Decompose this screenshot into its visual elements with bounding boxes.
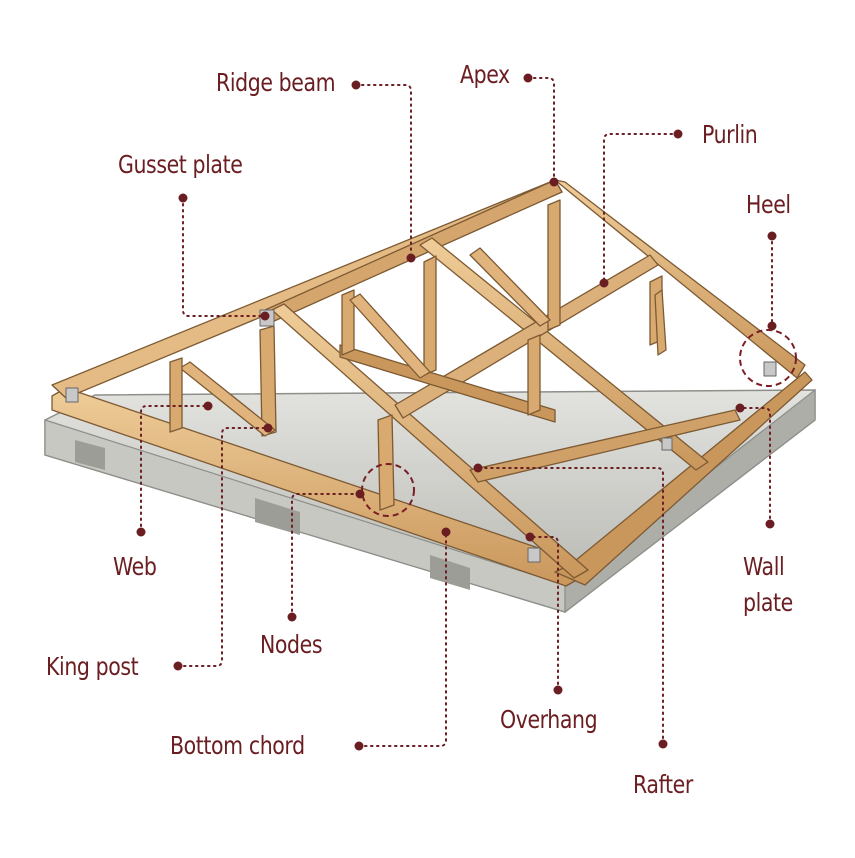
web-label: Web <box>113 552 157 581</box>
apex-label: Apex <box>460 60 510 89</box>
purlin-label: Purlin <box>702 120 758 149</box>
heel-label: Heel <box>746 190 791 219</box>
heel-highlight-circle <box>739 329 797 387</box>
bottom-chord-label: Bottom chord <box>170 731 305 760</box>
rafter-label: Rafter <box>633 770 693 799</box>
leader-lines <box>140 77 773 747</box>
gusset-plate-label: Gusset plate <box>118 150 243 179</box>
king-post-label: King post <box>46 652 139 681</box>
ridge-beam-label: Ridge beam <box>216 68 336 97</box>
wall-plate-label-line2: plate <box>743 588 793 617</box>
overhang-label: Overhang <box>500 705 598 734</box>
timber-frame <box>51 179 813 587</box>
leader-dots <box>136 73 777 751</box>
wall-plate-label-line1: Wall <box>743 552 785 581</box>
nodes-label: Nodes <box>260 630 323 659</box>
